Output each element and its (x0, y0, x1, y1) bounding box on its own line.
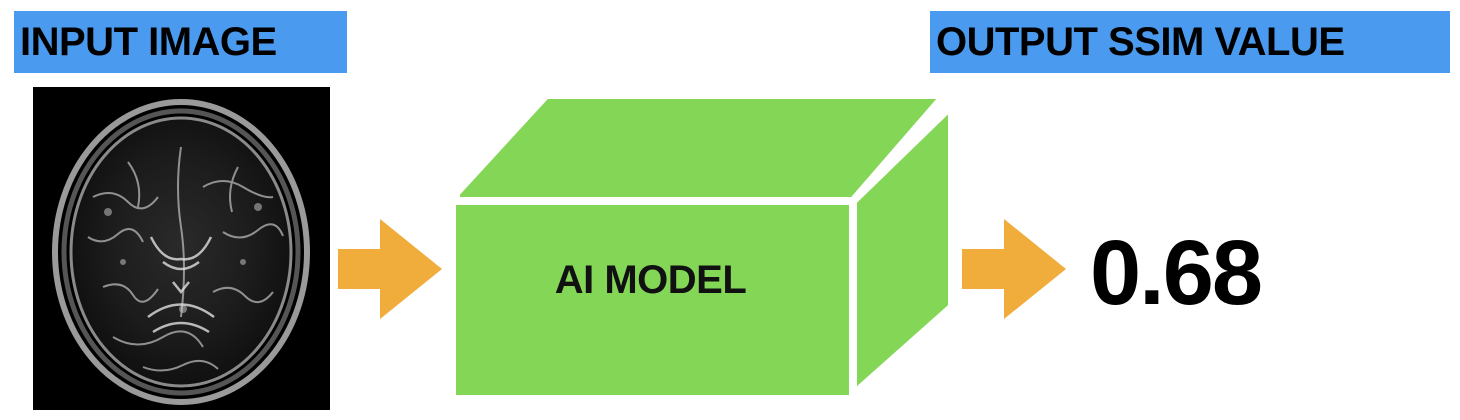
input-image-label: INPUT IMAGE (14, 11, 347, 73)
output-ssim-label: OUTPUT SSIM VALUE (930, 11, 1450, 73)
ai-model-cube (448, 95, 956, 403)
ai-model-label: AI MODEL (554, 258, 747, 302)
brain-mri-icon (33, 87, 330, 410)
brain-mri-image (33, 87, 330, 410)
ssim-value: 0.68 (1090, 222, 1263, 324)
right-arrow-icon (338, 219, 442, 319)
right-arrow-icon (962, 219, 1066, 319)
